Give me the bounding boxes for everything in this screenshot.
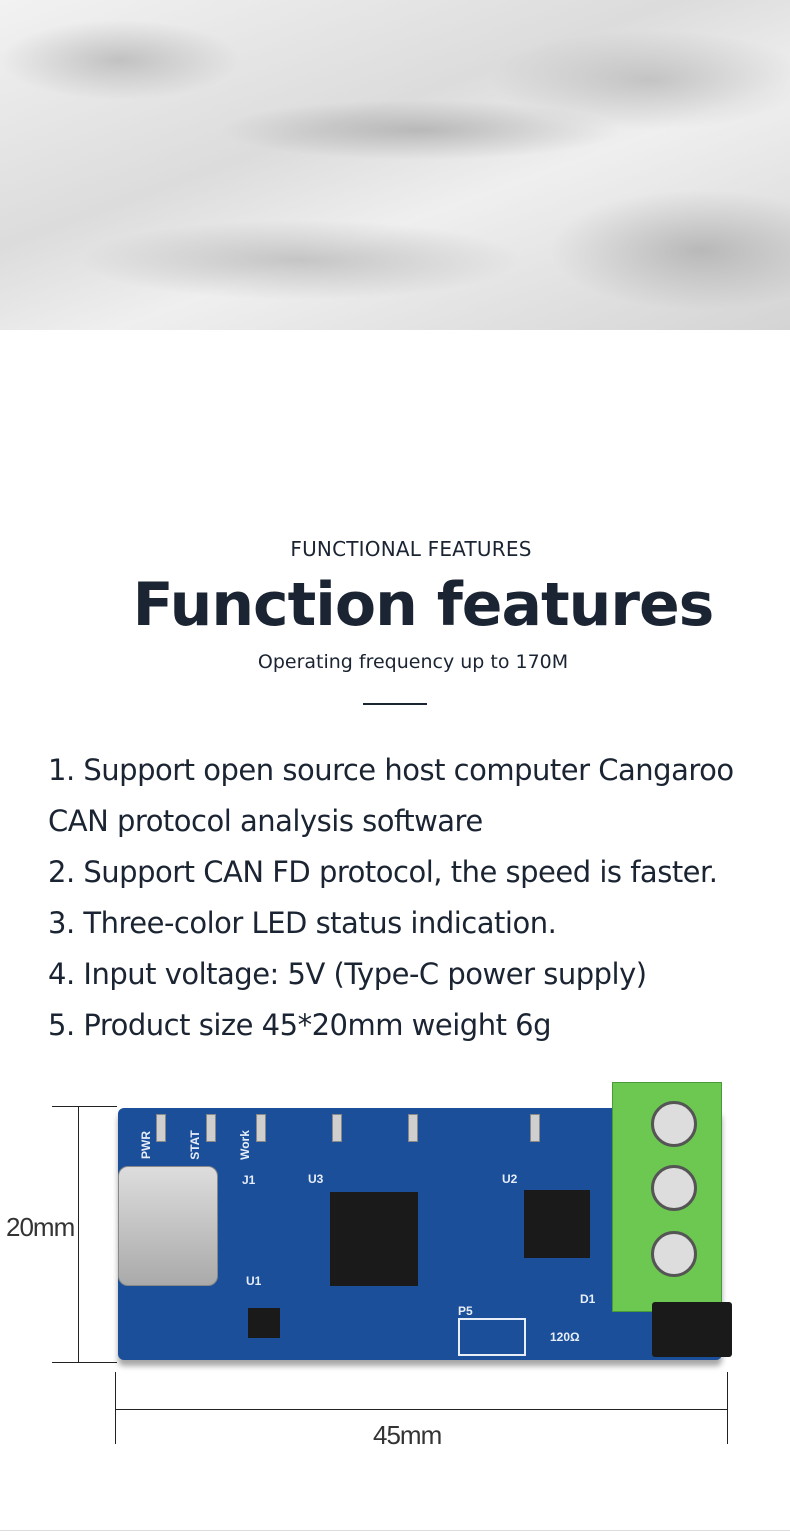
transceiver-chip (524, 1190, 590, 1258)
feature-list: 1. Support open source host computer Can… (48, 745, 734, 1051)
screw-icon (651, 1165, 697, 1211)
height-label: 20mm (6, 1212, 75, 1243)
jumper (652, 1302, 732, 1357)
smd-component (256, 1114, 266, 1142)
dim-tick (52, 1362, 117, 1363)
section-kicker: FUNCTIONAL FEATURES (290, 537, 532, 561)
width-label: 45mm (373, 1420, 442, 1450)
mcu-chip (330, 1192, 418, 1286)
pcb-label: P5 (458, 1304, 473, 1318)
screw-icon (651, 1101, 697, 1147)
list-item: 1. Support open source host computer Can… (48, 753, 734, 787)
marble-banner (0, 0, 790, 330)
p5-header (458, 1318, 526, 1356)
pcb-label: 120Ω (550, 1330, 580, 1344)
page-title: Function features (132, 570, 715, 640)
smd-component (206, 1114, 216, 1142)
list-item: 3. Three-color LED status indication. (48, 906, 557, 940)
pcb-label: PWR (139, 1131, 153, 1159)
pcb-label: U3 (308, 1172, 324, 1186)
dim-tick (727, 1372, 728, 1444)
bottom-divider (0, 1530, 790, 1531)
pcb-label: D1 (580, 1292, 596, 1306)
smd-component (332, 1114, 342, 1142)
smd-component (530, 1114, 540, 1142)
height-dimension-line (78, 1106, 79, 1362)
screw-terminal (612, 1082, 722, 1312)
list-item: 2. Support CAN FD protocol, the speed is… (48, 855, 718, 889)
dim-tick (115, 1372, 116, 1444)
pcb-label: U1 (246, 1274, 262, 1288)
smd-component (156, 1114, 166, 1142)
list-item: 5. Product size 45*20mm weight 6g (48, 1008, 552, 1042)
pcb-label: J1 (242, 1173, 256, 1187)
list-item: 4. Input voltage: 5V (Type-C power suppl… (48, 957, 647, 991)
regulator-chip (248, 1308, 280, 1338)
width-dimension-line (115, 1409, 727, 1410)
dim-tick (52, 1106, 117, 1107)
pcb-label: STAT (187, 1130, 202, 1160)
smd-component (408, 1114, 418, 1142)
usb-c-connector (118, 1166, 218, 1286)
divider (363, 703, 427, 705)
pcb-label: U2 (502, 1172, 518, 1186)
screw-icon (651, 1231, 697, 1277)
pcb-label: Work (237, 1130, 252, 1160)
subtitle: Operating frequency up to 170M (257, 651, 569, 673)
list-item: CAN protocol analysis software (48, 804, 483, 838)
